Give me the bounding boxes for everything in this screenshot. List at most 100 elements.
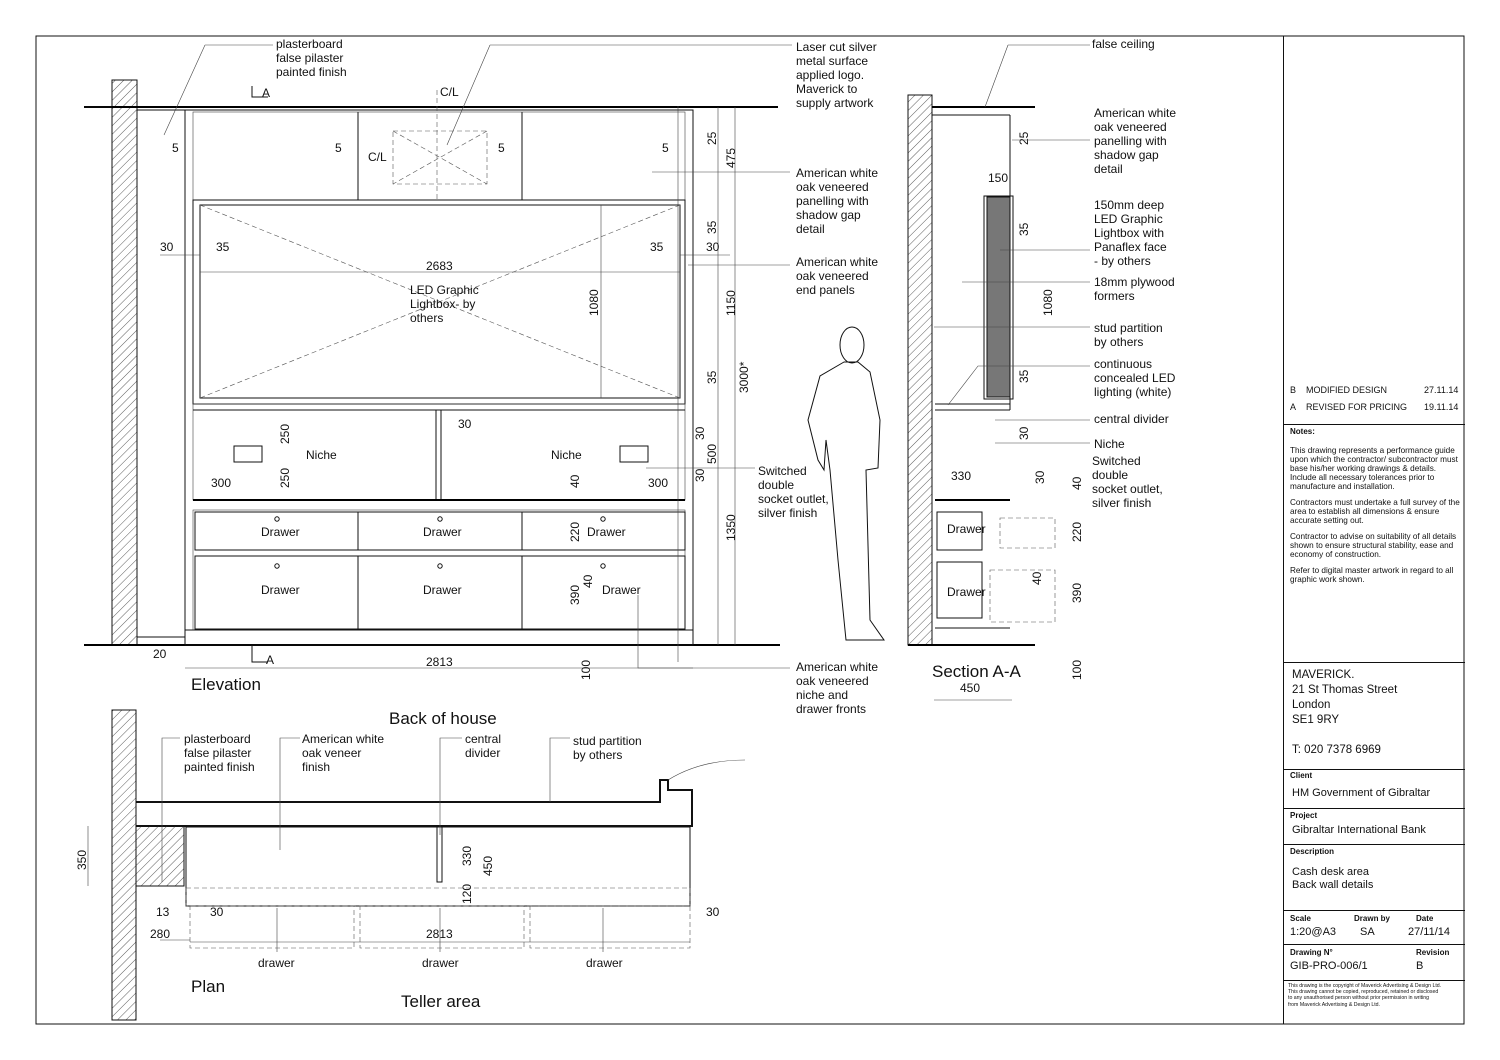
drawn-by-label: Drawn by <box>1354 914 1391 923</box>
left-wall <box>111 79 138 646</box>
revision-date: 19.11.14 <box>1424 402 1459 412</box>
sheet-border <box>35 35 1465 1025</box>
company-address: 21 St Thomas Street <box>1292 684 1398 696</box>
callout-end-panels: oak veneered <box>796 269 869 283</box>
dim-label: 35 <box>705 370 719 384</box>
dim-label: 30 <box>210 905 224 919</box>
dim-label: 3000* <box>737 361 751 393</box>
project-label: Project <box>1290 811 1318 820</box>
copyright-line: to any unauthorised person without prior… <box>1288 995 1429 1002</box>
scale-label: Scale <box>1290 914 1311 923</box>
dim-label: 30 <box>160 240 174 254</box>
dim-label: 330 <box>951 469 971 483</box>
callout-fronts: drawer fronts <box>796 702 866 716</box>
drawer-label: Drawer <box>587 525 626 539</box>
callout-socket: socket outlet, <box>1092 482 1163 496</box>
callout-logo: applied logo. <box>796 68 864 82</box>
callout-logo: metal surface <box>796 54 868 68</box>
callout-veneer: oak veneer <box>302 746 361 760</box>
callout-plywood: formers <box>1094 289 1135 303</box>
dim-label: 220 <box>1070 522 1084 542</box>
callout-panelling: panelling with <box>1094 134 1167 148</box>
callout-fronts: oak veneered <box>796 674 869 688</box>
dim-label: 150 <box>988 171 1008 185</box>
dim-label: 35 <box>1017 222 1031 236</box>
dim-label: 35 <box>705 220 719 234</box>
callout-pilaster: painted finish <box>184 760 255 774</box>
drawer-label: Drawer <box>423 583 462 597</box>
dim-label: 390 <box>568 585 582 605</box>
copyright-line: This drawing cannot be copied, reproduce… <box>1288 989 1439 996</box>
drawer-front <box>521 511 686 551</box>
callout-socket: double <box>758 478 794 492</box>
callout-socket: socket outlet, <box>758 492 829 506</box>
client-label: Client <box>1290 771 1313 780</box>
callout-ceiling: false ceiling <box>1092 37 1155 51</box>
dim-label: 5 <box>662 141 669 155</box>
callout-pilaster: false pilaster <box>276 51 343 65</box>
dim-label: 250 <box>278 468 292 488</box>
callout-logo: supply artwork <box>796 96 874 110</box>
callout-niche: Niche <box>1094 437 1125 451</box>
dim-label: 250 <box>278 424 292 444</box>
drawer-front <box>521 555 686 630</box>
callout-end-panels: American white <box>796 255 878 269</box>
callout-veneer: American white <box>302 732 384 746</box>
dim-label: 220 <box>568 522 582 542</box>
description-label: Description <box>1290 847 1335 856</box>
callout-panelling: panelling with <box>796 194 869 208</box>
callout-logo: Laser cut silver <box>796 40 877 54</box>
dim-label: 35 <box>650 240 664 254</box>
drawer-label: drawer <box>586 956 623 970</box>
dim-label: 2813 <box>426 655 453 669</box>
dim-label: 30 <box>706 905 720 919</box>
revision-date: 27.11.14 <box>1424 385 1459 395</box>
notes-block: This drawing represents a performance gu… <box>1290 446 1460 591</box>
callout-panelling: detail <box>796 222 825 236</box>
callout-lightbox: Panaflex face <box>1094 240 1167 254</box>
revision-label: Revision <box>1416 948 1450 957</box>
note-text: Contractor to advise on suitability of a… <box>1290 532 1457 559</box>
drawer-label: drawer <box>258 956 295 970</box>
company-address: London <box>1292 699 1331 711</box>
dim-label: 390 <box>1070 583 1084 603</box>
niche-label: Niche <box>306 448 337 462</box>
date-label: Date <box>1416 914 1434 923</box>
view-title-section: Section A-A <box>932 662 1021 681</box>
project-value: Gibraltar International Bank <box>1292 824 1426 836</box>
dim-label: 300 <box>648 476 668 490</box>
dim-label: 35 <box>1017 369 1031 383</box>
dim-label: 30 <box>706 240 720 254</box>
drawer-label: Drawer <box>261 583 300 597</box>
dim-label: 40 <box>1030 571 1044 585</box>
drawing-number-value: GIB-PRO-006/1 <box>1290 960 1368 972</box>
notes-label: Notes: <box>1290 427 1315 436</box>
copyright-line: from Maverick Advertising & Design Ltd. <box>1288 1001 1380 1008</box>
callout-socket: silver finish <box>758 506 817 520</box>
lightbox-label: LED Graphic <box>410 283 479 297</box>
drawing-number-label: Drawing N° <box>1290 948 1333 957</box>
dim-label: 120 <box>460 884 474 904</box>
revision-text: REVISED FOR PRICING <box>1306 402 1408 412</box>
description-value: Back wall details <box>1292 879 1374 891</box>
callout-divider: central divider <box>1094 412 1169 426</box>
callout-plywood: 18mm plywood <box>1094 275 1175 289</box>
note-text: Contractors must undertake a full survey… <box>1290 498 1460 525</box>
dim-label: 30 <box>693 426 707 440</box>
cl-label: C/L <box>368 150 387 164</box>
drawer-label: Drawer <box>947 522 986 536</box>
human-figure <box>807 326 885 641</box>
dim-label: 475 <box>724 148 738 168</box>
dim-label: 1080 <box>587 289 601 316</box>
dim-label: 40 <box>1070 476 1084 490</box>
callout-panelling: detail <box>1094 162 1123 176</box>
callout-logo: Maverick to <box>796 82 858 96</box>
callout-divider: central <box>465 732 501 746</box>
cl-label: C/L <box>440 85 459 99</box>
dim-label: 100 <box>579 660 593 680</box>
dim-label: 450 <box>960 681 980 695</box>
callout-end-panels: end panels <box>796 283 855 297</box>
section-marker-label: A <box>262 86 270 100</box>
dim-label: 25 <box>705 131 719 145</box>
dim-label: 1080 <box>1041 289 1055 316</box>
